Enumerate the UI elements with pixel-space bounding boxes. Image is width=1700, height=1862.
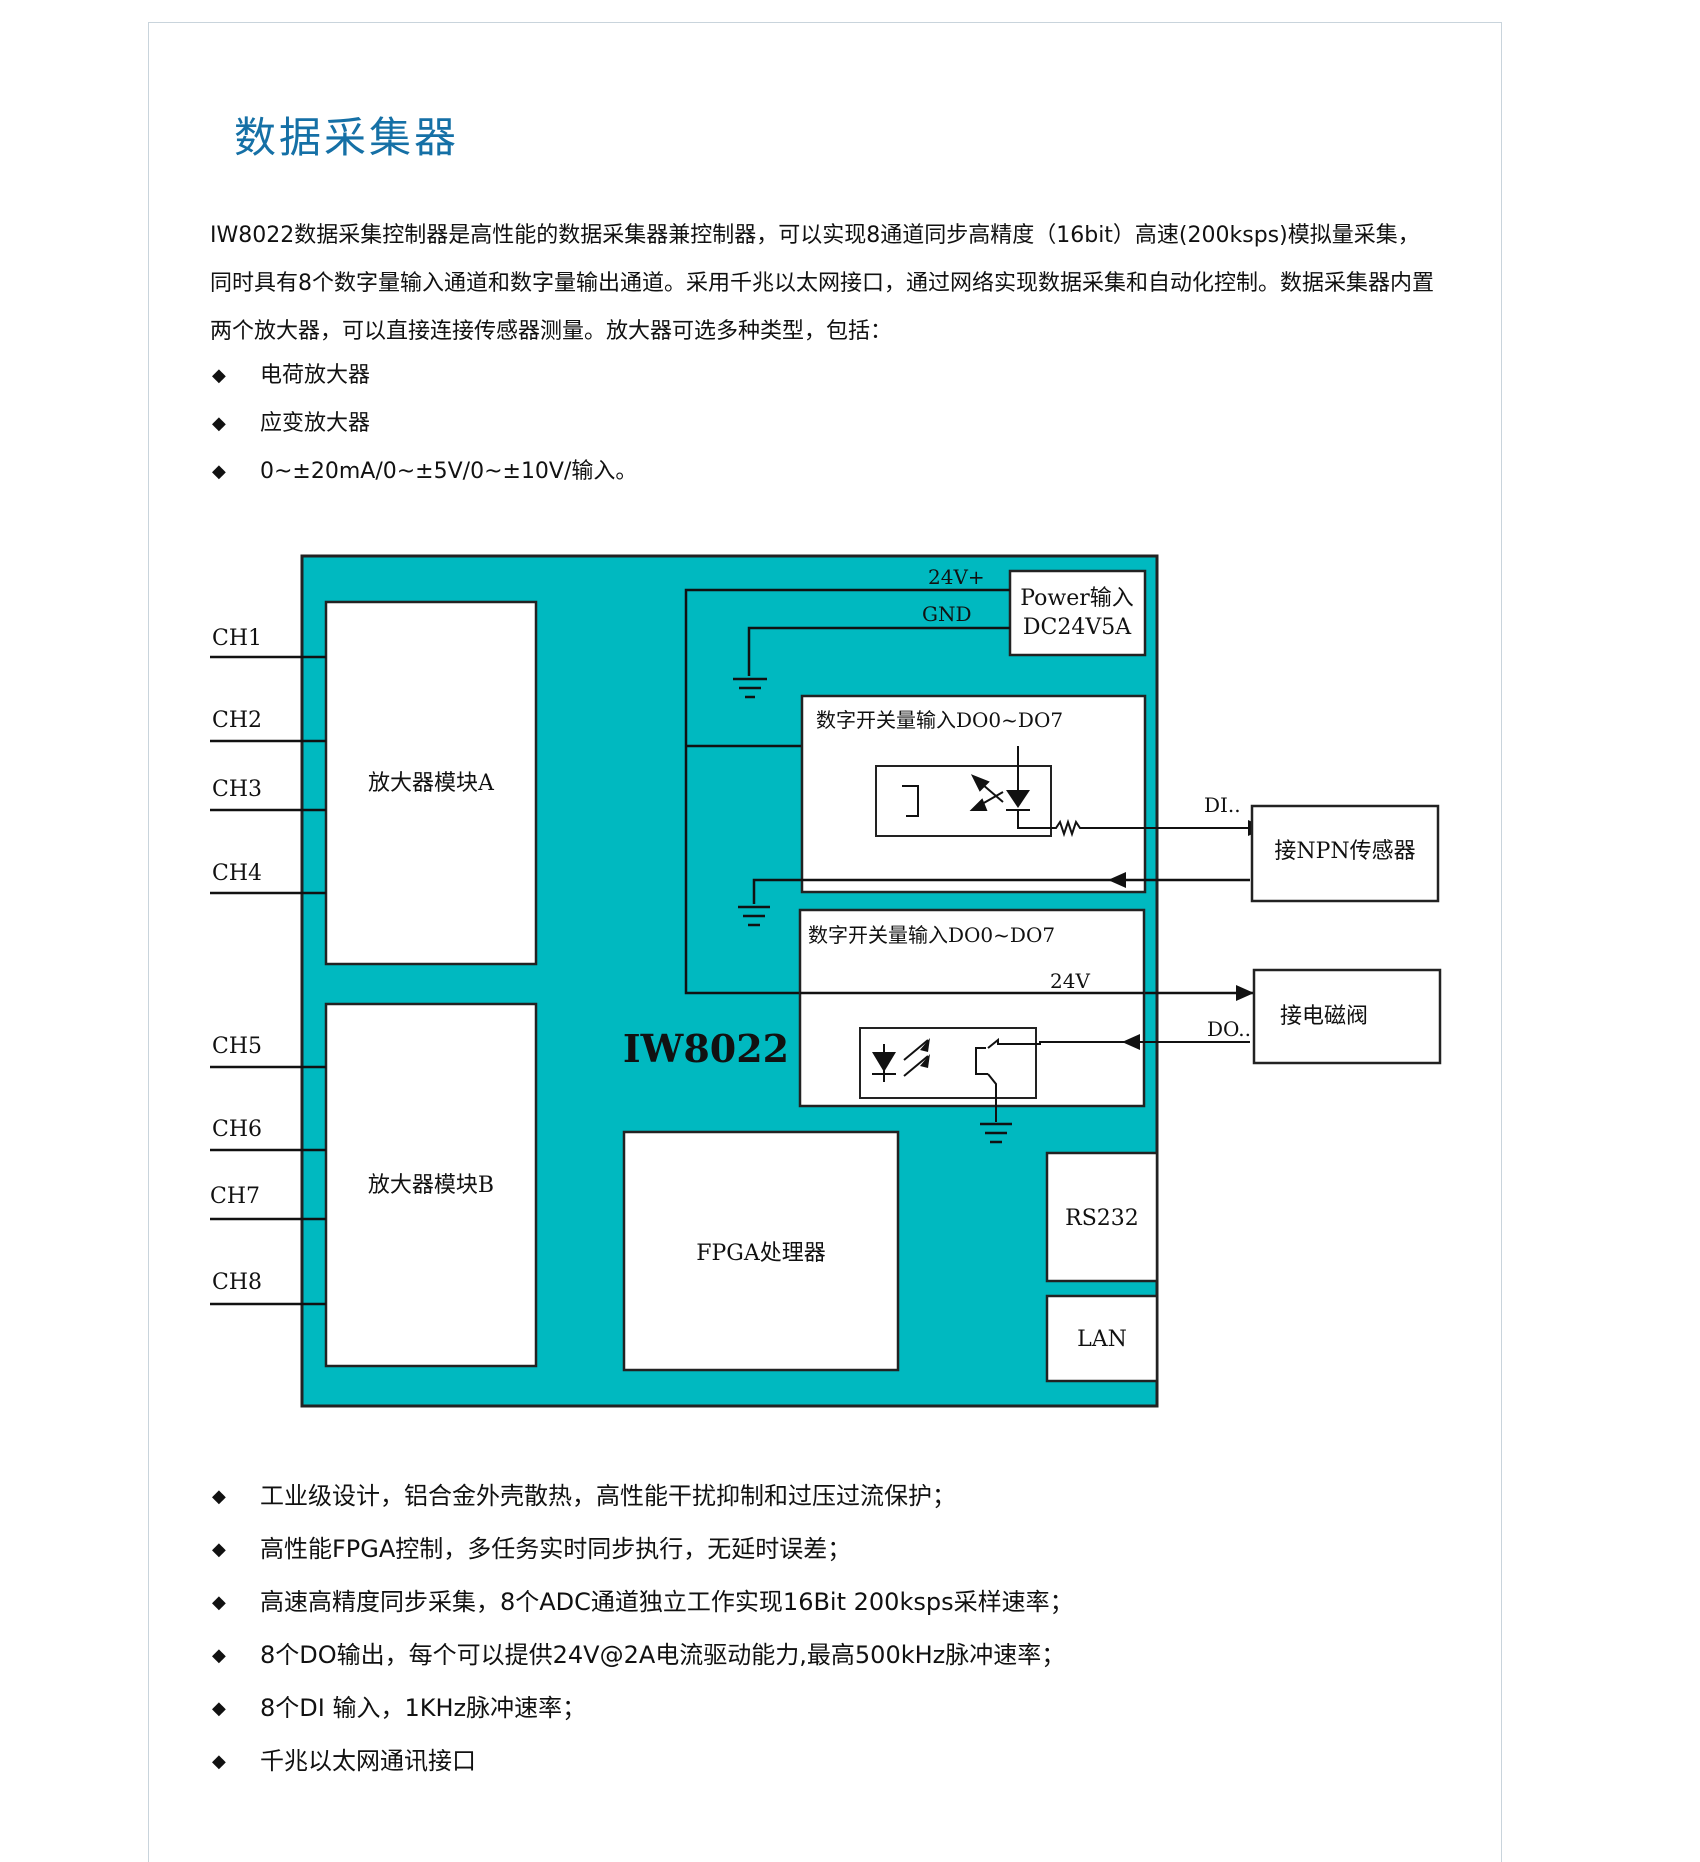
amplifier-module-a bbox=[324, 600, 538, 966]
channel-lines bbox=[210, 655, 326, 1306]
list-item: ◆高速高精度同步采集，8个ADC通道独立工作实现16Bit 200ksps采样速… bbox=[210, 1576, 1074, 1629]
di-ground-wiring bbox=[738, 878, 1250, 927]
diamond-bullet-icon: ◆ bbox=[212, 1698, 226, 1719]
feature-list: ◆工业级设计，铝合金外壳散热，高性能干扰抑制和过压过流保护； ◆高性能FPGA控… bbox=[210, 1470, 1074, 1788]
channel-label: CH1 bbox=[212, 626, 262, 651]
arrow-left-icon bbox=[1108, 872, 1126, 888]
channel-label: CH3 bbox=[212, 777, 262, 802]
board-name: IW8022 bbox=[623, 1026, 789, 1071]
di-label: DI.. bbox=[1204, 793, 1241, 817]
list-item: ◆8个DI 输入，1KHz脉冲速率； bbox=[210, 1682, 1074, 1735]
lan-port bbox=[1045, 1294, 1159, 1383]
list-item: ◆应变放大器 bbox=[210, 400, 637, 448]
channel-labels: CH1 CH2 CH3 CH4 CH5 CH6 CH7 CH8 bbox=[210, 626, 262, 1295]
list-item: ◆电荷放大器 bbox=[210, 352, 637, 400]
gnd-label: GND bbox=[922, 602, 972, 626]
channel-label: CH7 bbox=[210, 1184, 260, 1209]
fpga-block bbox=[622, 1130, 900, 1372]
diamond-bullet-icon: ◆ bbox=[212, 1486, 226, 1507]
intro-paragraph: IW8022数据采集控制器是高性能的数据采集器兼控制器，可以实现8通道同步高精度… bbox=[210, 223, 1435, 344]
led-emitter-icon bbox=[872, 1038, 930, 1082]
phototransistor-icon bbox=[902, 774, 1004, 817]
digital-output-block bbox=[798, 908, 1146, 1108]
transistor-icon bbox=[975, 1037, 1250, 1122]
solenoid-valve-label: 接电磁阀 bbox=[1280, 1004, 1368, 1029]
amplifier-module-b bbox=[324, 1002, 538, 1368]
list-item: ◆高性能FPGA控制，多任务实时同步执行，无延时误差； bbox=[210, 1523, 1074, 1576]
optocoupler-di bbox=[875, 765, 1052, 837]
diamond-bullet-icon: ◆ bbox=[212, 365, 226, 386]
solenoid-valve-block bbox=[1252, 968, 1442, 1065]
list-item: ◆8个DO输出，每个可以提供24V@2A电流驱动能力,最高500kHz脉冲速率； bbox=[210, 1629, 1074, 1682]
arrow-left-icon bbox=[1122, 1034, 1140, 1050]
digital-input-label: 数字开关量输入DO0~DO7 bbox=[816, 708, 1063, 732]
page-frame bbox=[148, 22, 1502, 1862]
lan-label: LAN bbox=[1077, 1327, 1127, 1352]
npn-sensor-block bbox=[1250, 804, 1440, 903]
do-ground-icon bbox=[980, 1122, 1012, 1144]
diamond-bullet-icon: ◆ bbox=[212, 461, 226, 482]
led-icon bbox=[1006, 746, 1248, 838]
diamond-bullet-icon: ◆ bbox=[212, 1751, 226, 1772]
amplifier-module-a-label: 放大器模块A bbox=[368, 771, 495, 796]
amplifier-module-b-label: 放大器模块B bbox=[368, 1173, 494, 1198]
diamond-bullet-icon: ◆ bbox=[212, 1645, 226, 1666]
rs232-port bbox=[1045, 1151, 1159, 1283]
power-label: Power输入 bbox=[1020, 586, 1134, 611]
list-item: ◆千兆以太网通讯接口 bbox=[210, 1735, 1074, 1788]
channel-label: CH2 bbox=[212, 708, 262, 733]
channel-label: CH8 bbox=[212, 1270, 262, 1295]
arrow-right-icon bbox=[1236, 985, 1254, 1001]
list-item: ◆工业级设计，铝合金外壳散热，高性能干扰抑制和过压过流保护； bbox=[210, 1470, 1074, 1523]
npn-sensor-label: 接NPN传感器 bbox=[1274, 839, 1415, 864]
list-item: ◆0~±20mA/0~±5V/0~±10V/输入。 bbox=[210, 448, 637, 496]
diamond-bullet-icon: ◆ bbox=[212, 413, 226, 434]
fpga-label: FPGA处理器 bbox=[696, 1241, 826, 1266]
v24-label: 24V bbox=[1050, 969, 1090, 993]
digital-output-label: 数字开关量输入DO0~DO7 bbox=[808, 923, 1055, 947]
power-spec-label: DC24V5A bbox=[1023, 615, 1132, 640]
channel-label: CH5 bbox=[212, 1034, 262, 1059]
diamond-bullet-icon: ◆ bbox=[212, 1592, 226, 1613]
do-label: DO.. bbox=[1207, 1017, 1251, 1041]
ground-icon bbox=[733, 677, 767, 699]
v24plus-label: 24V+ bbox=[928, 565, 985, 589]
power-input-block bbox=[1008, 569, 1147, 657]
channel-label: CH4 bbox=[212, 861, 262, 886]
page-title: 数据采集器 bbox=[234, 113, 460, 162]
diamond-bullet-icon: ◆ bbox=[212, 1539, 226, 1560]
channel-label: CH6 bbox=[212, 1117, 262, 1142]
amplifier-type-list: ◆电荷放大器 ◆应变放大器 ◆0~±20mA/0~±5V/0~±10V/输入。 bbox=[210, 352, 637, 496]
rs232-label: RS232 bbox=[1065, 1206, 1139, 1231]
